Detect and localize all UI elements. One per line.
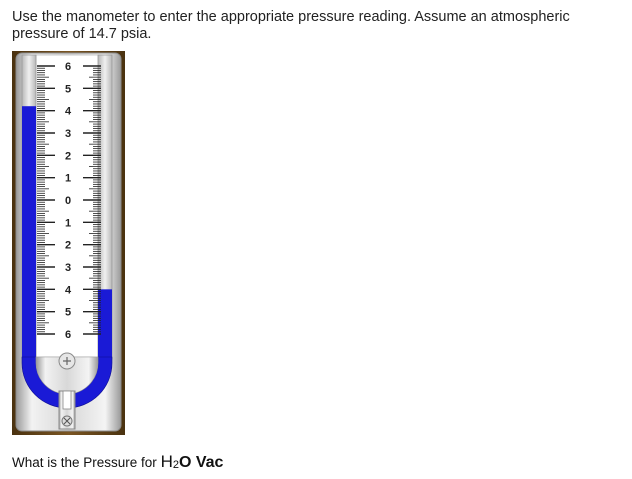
instructions-text: Use the manometer to enter the appropria…: [12, 9, 570, 42]
scale-label: 3: [65, 128, 71, 140]
right-fluid-column: [98, 289, 112, 359]
left-fluid-column: [22, 106, 36, 359]
scale-label: 4: [65, 106, 72, 118]
scale-label: 1: [65, 217, 71, 229]
scale-label: 0: [65, 195, 71, 207]
unit-o: O: [178, 454, 192, 471]
question-text: What is the Pressure for H2O Vac: [12, 452, 223, 472]
scale-label: 2: [65, 150, 71, 162]
scale-label: 6: [65, 329, 71, 341]
scale-label: 4: [65, 284, 72, 296]
question-prefix: What is the Pressure for: [12, 455, 161, 470]
bottom-valve-slot: [62, 390, 72, 410]
scale-label: 5: [65, 83, 71, 95]
scale-label: 6: [65, 61, 71, 73]
scale-label: 2: [65, 240, 71, 252]
unit-h: H: [160, 452, 173, 471]
manometer[interactable]: 6 5 4 3 2 1 0 1 2 3 4 5 6: [12, 51, 125, 435]
scale-label: 1: [65, 173, 71, 185]
center-screw-slot: [63, 357, 71, 365]
scale-label: 3: [65, 262, 71, 274]
unit-vac: Vac: [191, 454, 224, 471]
scale-label: 5: [65, 307, 71, 319]
bottom-screw-slot: [63, 417, 71, 425]
unit-subscript: 2: [172, 459, 179, 471]
